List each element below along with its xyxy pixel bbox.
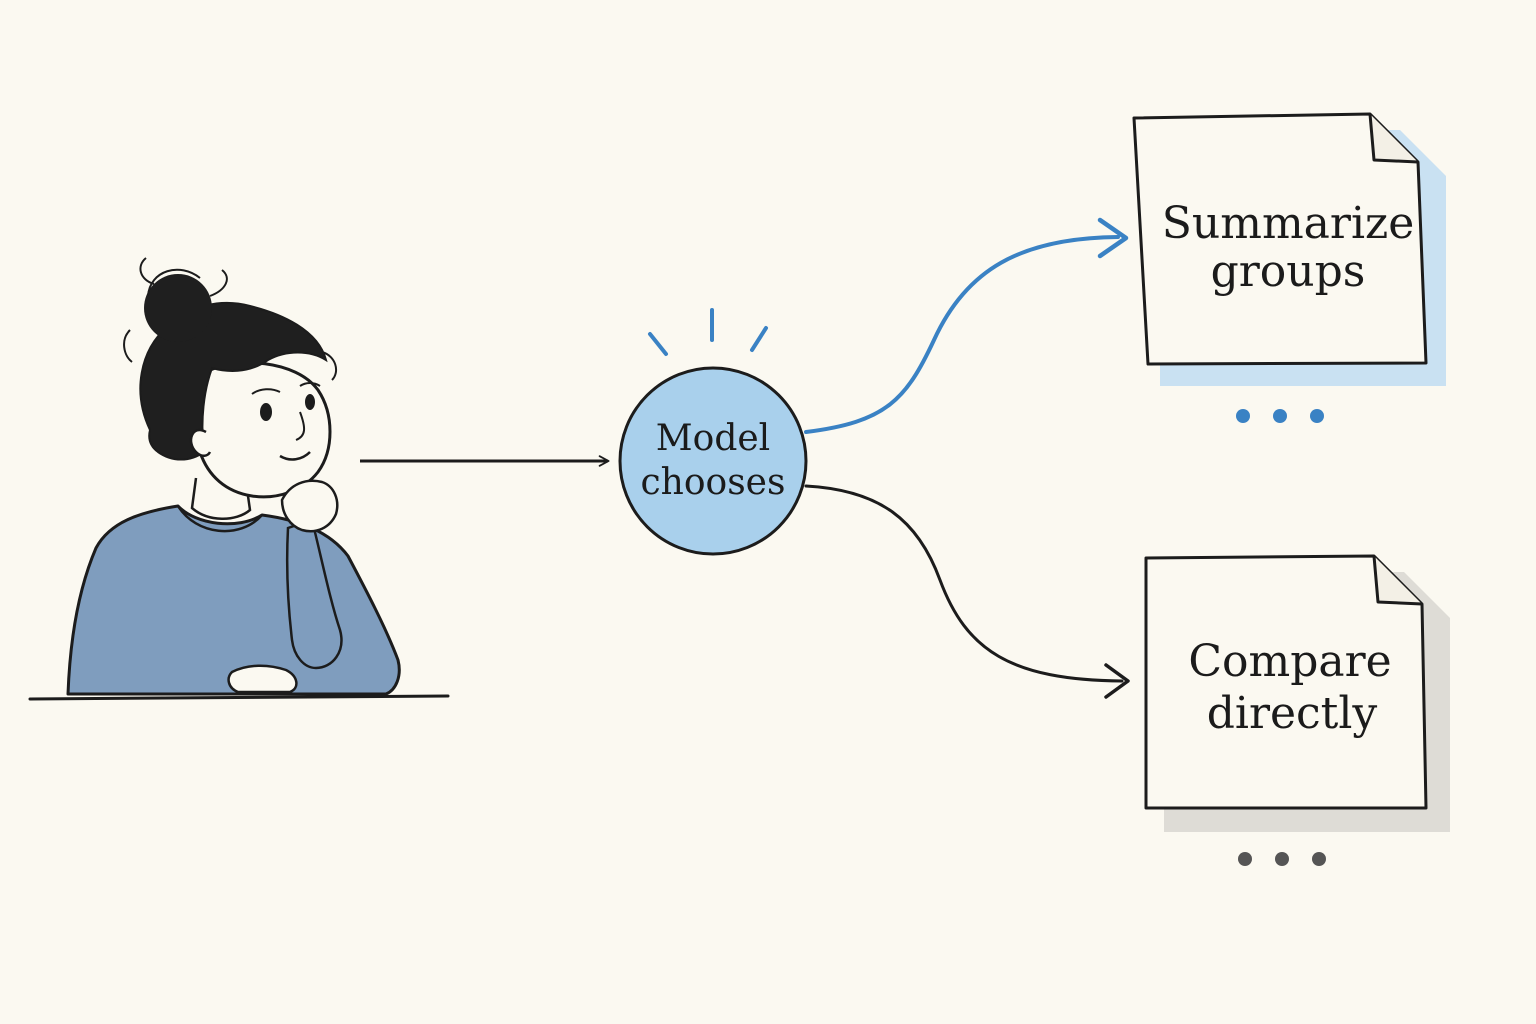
thinking-person-icon (28, 257, 450, 701)
option-label-line2: groups (1211, 246, 1366, 297)
decision-node-label-line2: chooses (641, 462, 786, 503)
spark-lines-icon (648, 308, 768, 356)
document-icon (1144, 554, 1428, 810)
option-label-line2: directly (1207, 688, 1378, 739)
branch-compare (804, 484, 1130, 699)
ellipsis-icon (1236, 409, 1324, 423)
option-label-line1: Compare (1188, 636, 1391, 687)
option-card-summarize: Summarize groups (1132, 112, 1446, 423)
option-label-line1: Summarize (1162, 198, 1414, 249)
decision-node-label-line1: Model (656, 418, 770, 459)
branch-summarize (804, 217, 1129, 434)
decision-node: Model chooses (618, 308, 808, 556)
option-card-compare: Compare directly (1144, 554, 1450, 866)
decision-node-circle (618, 366, 808, 556)
ellipsis-icon (1238, 852, 1326, 866)
document-icon (1132, 112, 1428, 366)
